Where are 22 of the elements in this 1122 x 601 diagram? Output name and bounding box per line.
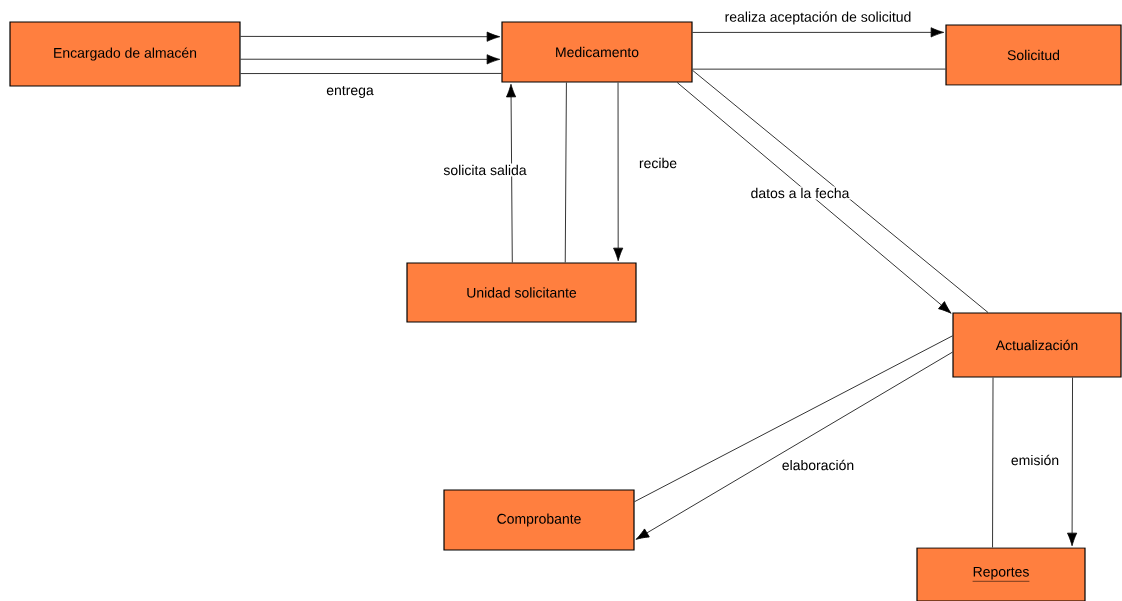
process-box: Encargado de almacén (9, 21, 241, 87)
arrow (240, 54, 501, 65)
edge-label: entrega (324, 84, 376, 100)
arrow (613, 82, 624, 262)
process-box: Solicitud (945, 24, 1122, 86)
arrow (635, 351, 953, 540)
edge-label: datos a la fecha (749, 186, 851, 200)
process-box: Reportes (916, 547, 1086, 601)
process-box: Medicamento (501, 21, 693, 83)
arrow (692, 27, 945, 38)
edge-label: elaboración (780, 458, 856, 472)
process-box: Comprobante (443, 489, 635, 551)
arrow (506, 83, 517, 263)
arrow (240, 31, 501, 42)
edge-label: recibe (637, 156, 679, 170)
edge-label: solicita salida (442, 163, 528, 177)
edge-label: realiza aceptación de solicitud (723, 10, 913, 26)
process-box: Unidad solicitante (406, 262, 637, 323)
process-box: Actualización (952, 312, 1122, 378)
edge-label: emisión (1009, 453, 1061, 467)
arrow (676, 82, 952, 314)
arrow (1067, 377, 1078, 547)
